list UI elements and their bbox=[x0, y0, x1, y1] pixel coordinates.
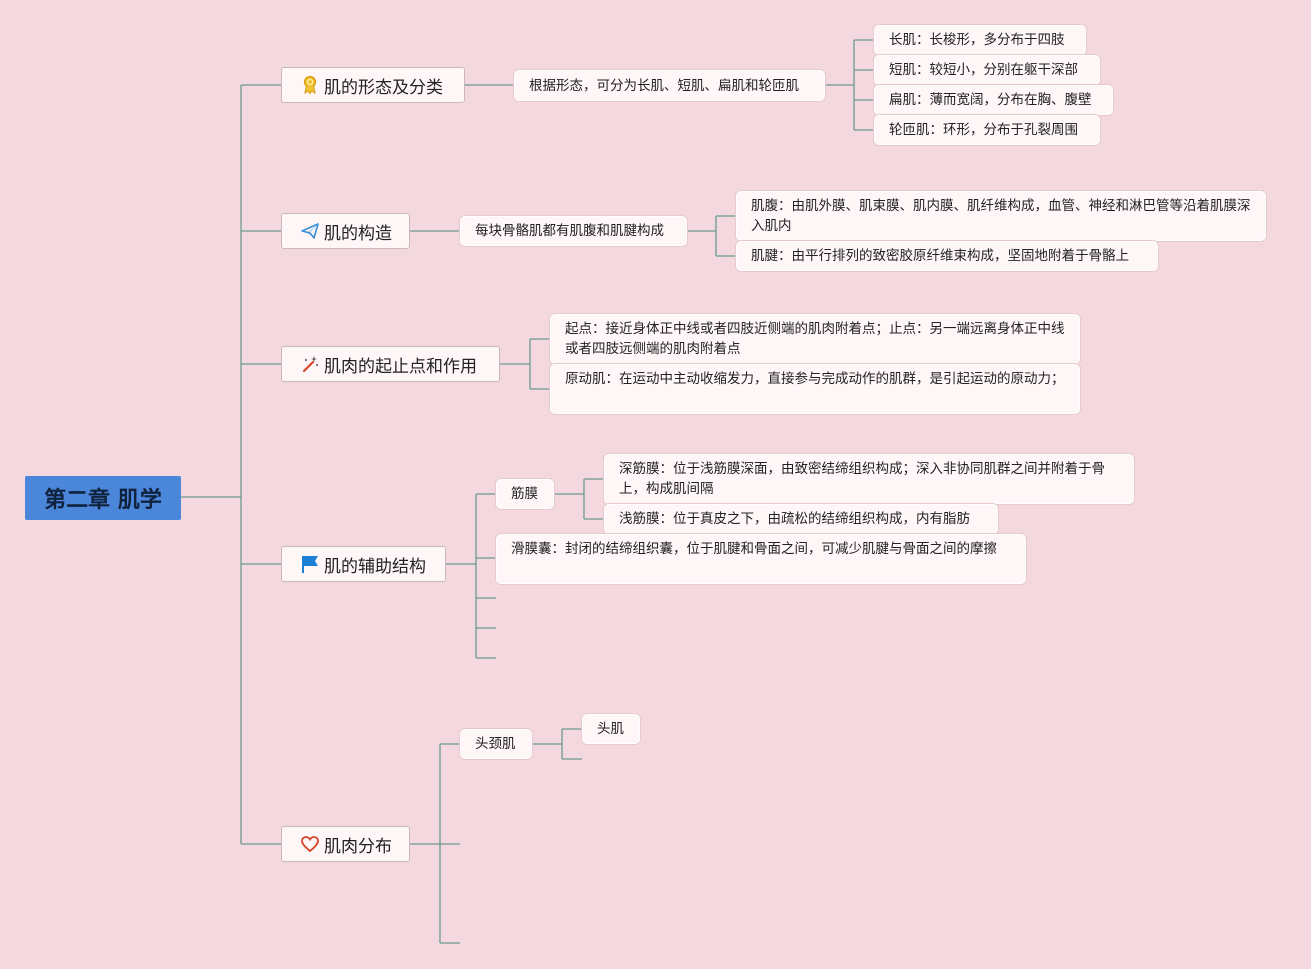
paper-plane-icon bbox=[300, 221, 320, 241]
shape-item-flat-muscle[interactable]: 扁肌：薄而宽阔，分布在胸、腹壁 bbox=[874, 85, 1113, 115]
auxiliary-bursa-node[interactable]: 滑膜囊：封闭的结缔组织囊，位于肌腱和骨面之间，可减少肌腱与骨面之间的摩擦 bbox=[496, 534, 1026, 584]
origin-item-prime-mover[interactable]: 原动肌：在运动中主动收缩发力，直接参与完成动作的肌群，是引起运动的原动力； bbox=[550, 364, 1080, 414]
branch-label: 肌的形态及分类 bbox=[324, 77, 443, 98]
branch-label: 肌的辅助结构 bbox=[324, 556, 426, 577]
auxiliary-fascia-node[interactable]: 筋膜 bbox=[496, 479, 554, 509]
fascia-item-deep[interactable]: 深筋膜：位于浅筋膜深面，由致密结缔组织构成；深入非协同肌群之间并附着于骨上，构成… bbox=[604, 454, 1134, 504]
heart-icon bbox=[300, 834, 320, 854]
structure-item-belly[interactable]: 肌腹：由肌外膜、肌束膜、肌内膜、肌纤维构成，血管、神经和淋巴管等沿着肌膜深入肌内 bbox=[736, 191, 1266, 241]
branch-structure[interactable]: 肌的构造 bbox=[281, 213, 410, 249]
branch-distribution[interactable]: 肌肉分布 bbox=[281, 826, 410, 862]
shape-summary-node[interactable]: 根据形态，可分为长肌、短肌、扁肌和轮匝肌 bbox=[514, 70, 825, 101]
shape-item-short-muscle[interactable]: 短肌：较短小，分别在躯干深部 bbox=[874, 55, 1100, 85]
magic-wand-icon bbox=[300, 354, 320, 374]
root-topic[interactable]: 第二章 肌学 bbox=[25, 476, 181, 520]
branch-origin-insertion[interactable]: 肌肉的起止点和作用 bbox=[281, 346, 500, 382]
branch-label: 肌肉的起止点和作用 bbox=[324, 356, 477, 377]
branch-label: 肌肉分布 bbox=[324, 836, 392, 857]
flag-icon bbox=[300, 554, 320, 574]
branch-label: 肌的构造 bbox=[324, 223, 392, 244]
fascia-item-superficial[interactable]: 浅筋膜：位于真皮之下，由疏松的结缔组织构成，内有脂肪 bbox=[604, 504, 998, 534]
shape-item-orbicular-muscle[interactable]: 轮匝肌：环形，分布于孔裂周围 bbox=[874, 115, 1100, 145]
branch-shape-classification[interactable]: 肌的形态及分类 bbox=[281, 67, 465, 103]
structure-item-tendon[interactable]: 肌腱：由平行排列的致密胶原纤维束构成，坚固地附着于骨骼上 bbox=[736, 241, 1158, 271]
head-neck-item-head[interactable]: 头肌 bbox=[582, 714, 640, 744]
award-ribbon-icon bbox=[300, 75, 320, 95]
origin-item-attachment[interactable]: 起点：接近身体正中线或者四肢近侧端的肌肉附着点；止点：另一端远离身体正中线或者四… bbox=[550, 314, 1080, 364]
structure-summary-node[interactable]: 每块骨骼肌都有肌腹和肌腱构成 bbox=[460, 216, 687, 246]
branch-auxiliary[interactable]: 肌的辅助结构 bbox=[281, 546, 446, 582]
distribution-head-neck-node[interactable]: 头颈肌 bbox=[460, 729, 532, 759]
shape-item-long-muscle[interactable]: 长肌：长梭形，多分布于四肢 bbox=[874, 25, 1086, 55]
